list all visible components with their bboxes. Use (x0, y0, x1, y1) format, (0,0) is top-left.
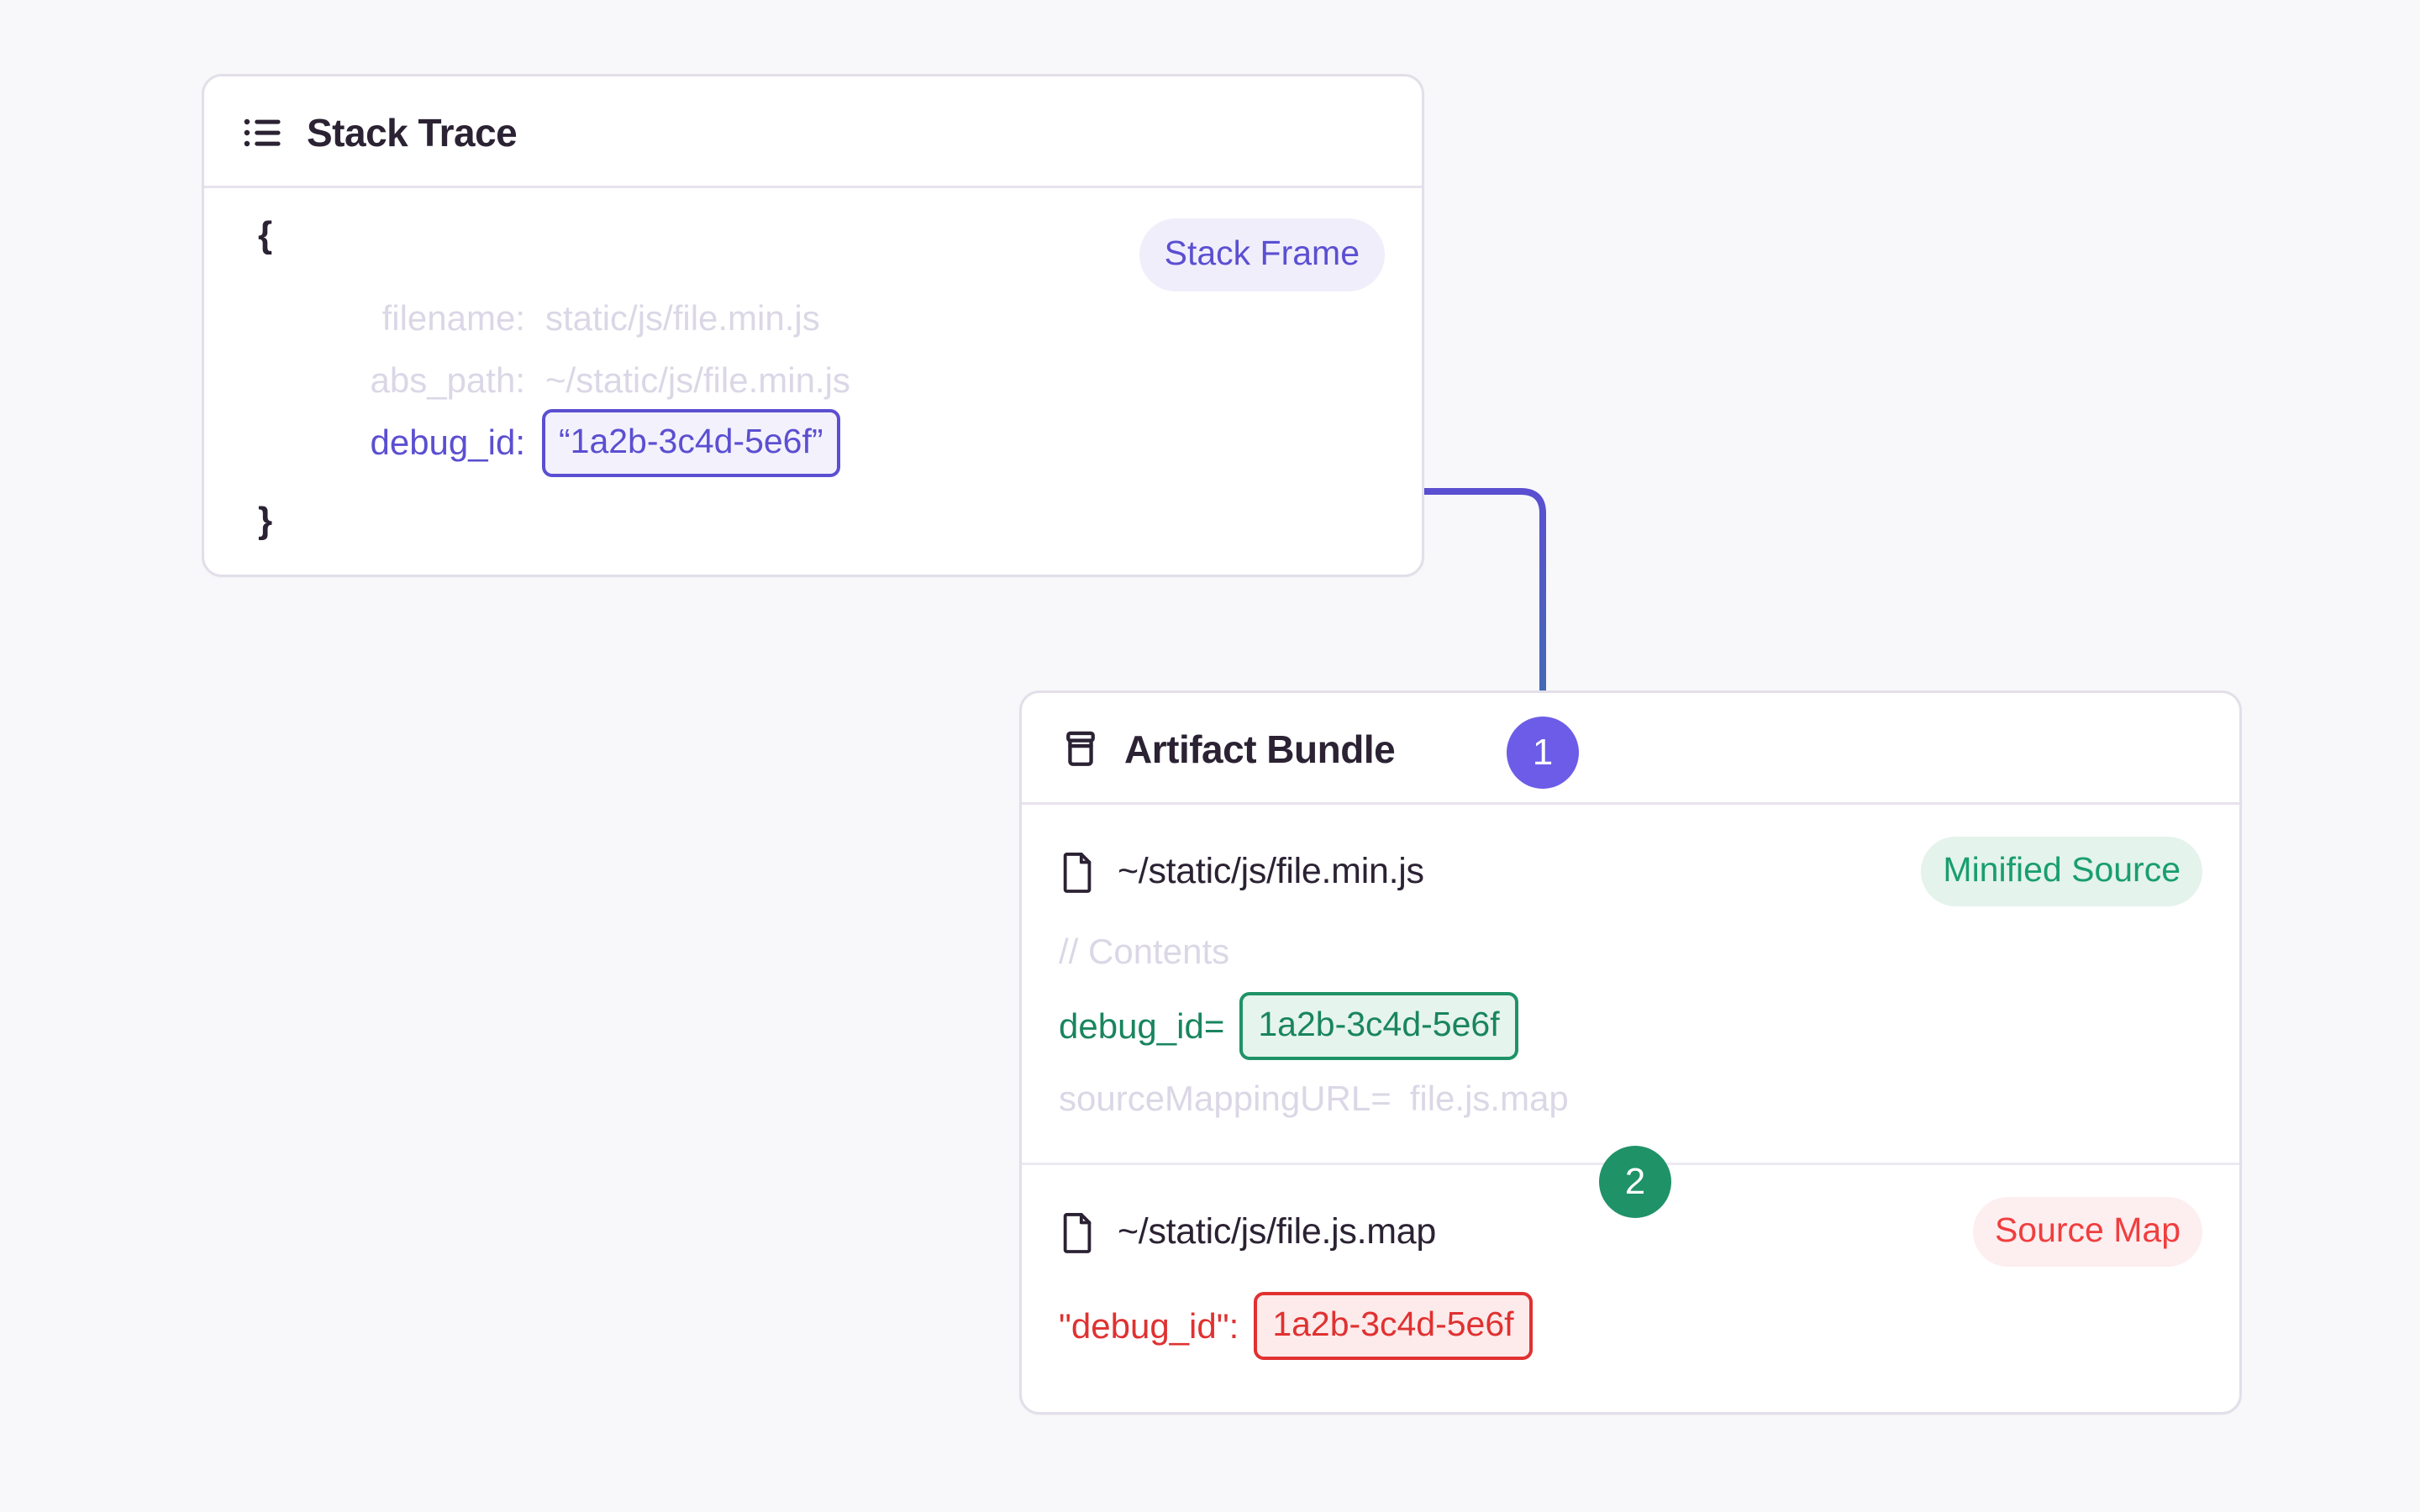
source-map-badge: Source Map (1972, 1197, 2202, 1267)
stack-row-abs-path-key: abs_path: (370, 360, 526, 400)
minified-source-debug-id-value[interactable]: 1a2b-3c4d-5e6f (1239, 992, 1518, 1060)
file-icon (1059, 850, 1097, 894)
minified-source-debug-id-row[interactable]: debug_id= 1a2b-3c4d-5e6f (1059, 992, 2202, 1060)
minified-source-file-name: ~/static/js/file.min.js (1118, 851, 1424, 891)
list-icon (241, 111, 285, 155)
close-brace: } (258, 500, 273, 541)
bundle-section-source-map: ~/static/js/file.js.map Source Map "debu… (1022, 1163, 2239, 1412)
file-icon (1059, 1210, 1097, 1254)
stack-trace-title: Stack Trace (307, 111, 518, 155)
open-brace: { (258, 214, 273, 255)
step-badge-1: 1 (1507, 717, 1579, 789)
stack-row-abs-path: abs_path: ~/static/js/file.min.js (241, 349, 1385, 412)
stack-row-debug-id[interactable]: debug_id: “1a2b-3c4d-5e6f” (241, 408, 1385, 477)
sourcemappingurl-value: file.js.map (1409, 1079, 1569, 1118)
minified-source-sourcemappingurl-row: sourceMappingURL= file.js.map (1059, 1079, 2202, 1119)
minified-source-badge: Minified Source (1921, 837, 2202, 906)
stack-trace-body: Stack Frame { filename: static/js/file.m… (204, 188, 1422, 575)
step-badge-2: 2 (1599, 1146, 1671, 1218)
minified-source-debug-id-key: debug_id= (1059, 1005, 1225, 1046)
jar-icon (1059, 727, 1102, 771)
source-map-debug-id-row[interactable]: "debug_id": 1a2b-3c4d-5e6f (1059, 1292, 2202, 1360)
stack-row-filename: filename: static/js/file.min.js (241, 287, 1385, 349)
minified-source-contents-comment: // Contents (1059, 932, 1230, 971)
source-map-debug-id-key: "debug_id": (1059, 1305, 1239, 1346)
source-map-file-row[interactable]: ~/static/js/file.js.map (1059, 1210, 1436, 1254)
stack-frame-badge: Stack Frame (1139, 218, 1385, 291)
stack-row-abs-path-value: ~/static/js/file.min.js (545, 360, 850, 400)
stack-trace-header: Stack Trace (204, 76, 1422, 188)
sourcemappingurl-key: sourceMappingURL= (1059, 1079, 1392, 1118)
source-map-file-name: ~/static/js/file.js.map (1118, 1211, 1437, 1252)
artifact-bundle-header: Artifact Bundle (1022, 693, 2239, 805)
stack-row-filename-value: static/js/file.min.js (545, 298, 820, 338)
stack-row-debug-id-value[interactable]: “1a2b-3c4d-5e6f” (542, 408, 840, 477)
artifact-bundle-card: Artifact Bundle ~/static/js/file.min.js … (1019, 690, 2242, 1415)
stack-row-debug-id-key: debug_id: (370, 423, 525, 462)
artifact-bundle-title: Artifact Bundle (1124, 727, 1396, 771)
stack-trace-card: Stack Trace Stack Frame { filename: stat… (202, 74, 1424, 577)
stack-row-filename-key: filename: (381, 298, 525, 338)
source-map-debug-id-value[interactable]: 1a2b-3c4d-5e6f (1254, 1292, 1533, 1360)
bundle-section-minified-source: ~/static/js/file.min.js Minified Source … (1022, 805, 2239, 1163)
minified-source-file-row[interactable]: ~/static/js/file.min.js (1059, 850, 1424, 894)
